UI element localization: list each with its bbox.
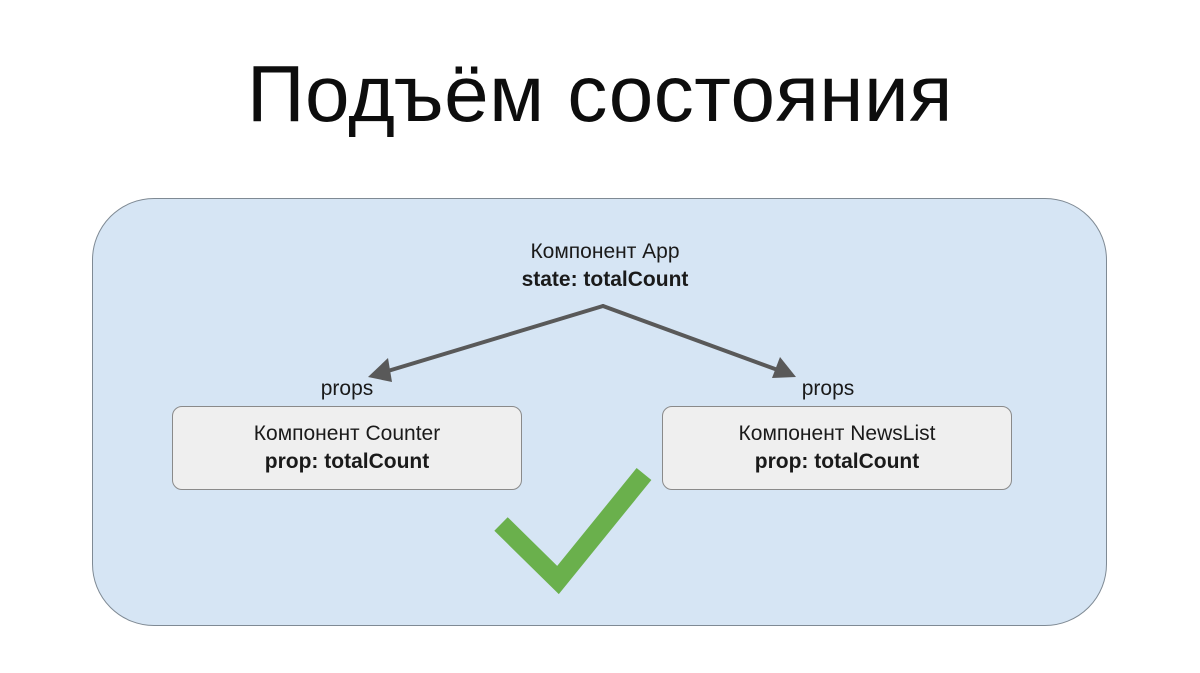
arrow-to-newslist: [601, 304, 796, 378]
counter-component-name: Компонент Counter: [253, 422, 441, 445]
counter-component-box: Компонент Counter prop: totalCount: [172, 406, 522, 490]
arrow-to-counter-head: [368, 358, 392, 382]
newslist-component-box: Компонент NewsList prop: totalCount: [662, 406, 1012, 490]
app-component-name: Компонент App: [530, 240, 680, 263]
app-component-node: Компонент App state: totalCount: [430, 238, 780, 294]
slide-title: Подъём состояния: [246, 49, 953, 138]
edge-label-counter: props: [320, 377, 374, 400]
newslist-component-prop: prop: totalCount: [754, 450, 920, 473]
counter-component-prop: prop: totalCount: [264, 450, 430, 473]
edge-label-newslist: props: [801, 377, 855, 400]
app-component-state: state: totalCount: [521, 268, 689, 291]
arrow-to-counter: [368, 304, 605, 382]
newslist-component-name: Компонент NewsList: [738, 422, 936, 445]
arrow-to-newslist-head: [772, 357, 796, 378]
